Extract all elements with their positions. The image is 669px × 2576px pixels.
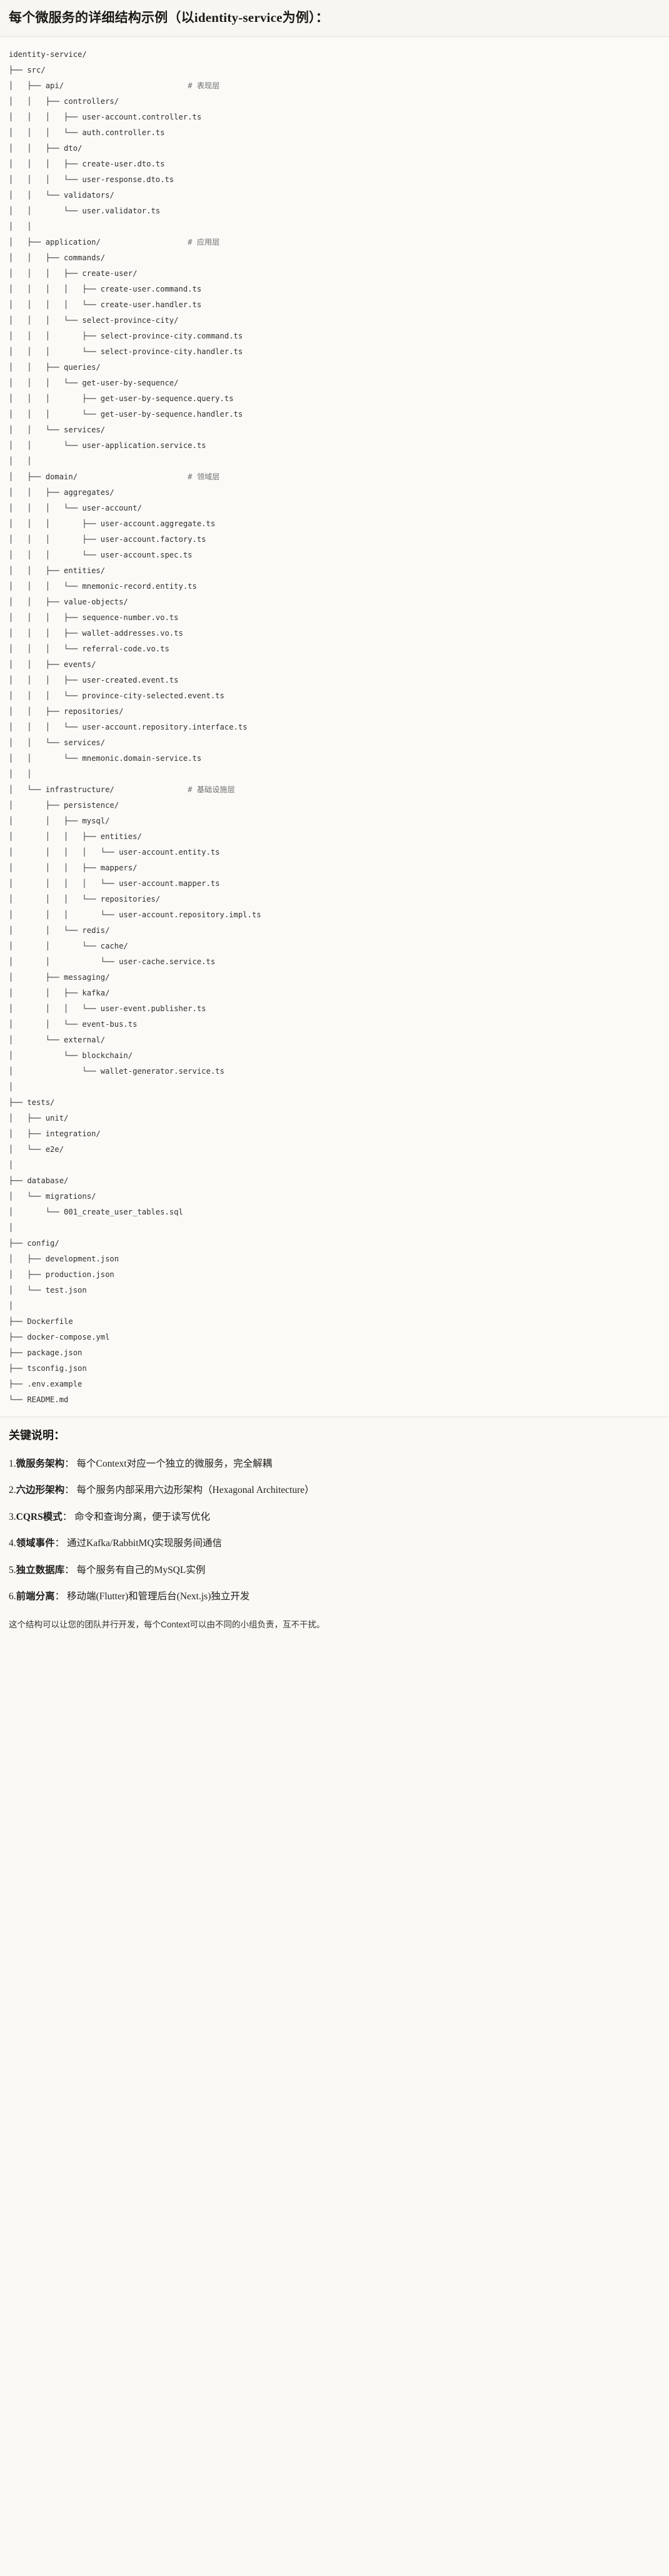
tree-comment: # 表现层 [188,81,220,91]
key-note-description: 移动端(Flutter)和管理后台(Next.js)独立开发 [67,1591,250,1602]
key-note-separator: ： [64,1458,74,1469]
key-note-index: 5. [9,1564,16,1576]
document-header: 每个微服务的详细结构示例（以identity-service为例）： [0,0,669,38]
page-title: 每个微服务的详细结构示例（以identity-service为例）： [9,10,329,25]
tree-comment: # 领域层 [188,472,220,482]
tree-comment: # 应用层 [188,238,220,247]
closing-paragraph: 这个结构可以让您的团队并行开发，每个Context可以由不同的小组负责，互不干扰… [9,1619,325,1629]
key-note-item: 2.六边形架构： 每个服务内部采用六边形架构（Hexagonal Archite… [9,1484,660,1497]
key-note-term: 前端分离 [16,1591,55,1602]
key-note-index: 3. [9,1511,16,1522]
key-note-separator: ： [64,1564,74,1576]
key-note-description: 每个服务内部采用六边形架构（Hexagonal Architecture） [76,1485,314,1496]
directory-tree-block: identity-service/ ├── src/ │ ├── api/ # … [0,37,669,1418]
directory-tree[interactable]: identity-service/ ├── src/ │ ├── api/ # … [9,50,261,1405]
key-note-separator: ： [54,1591,65,1602]
key-note-index: 1. [9,1458,16,1469]
key-note-index: 6. [9,1591,16,1602]
key-note-separator: ： [62,1511,73,1522]
key-note-item: 6.前端分离： 移动端(Flutter)和管理后台(Next.js)独立开发 [9,1590,660,1604]
key-notes-heading: 关键说明： [9,1429,65,1442]
key-note-item: 3.CQRS模式： 命令和查询分离，便于读写优化 [9,1510,660,1524]
key-note-term: 独立数据库 [16,1564,65,1576]
key-note-description: 每个服务有自己的MySQL实例 [76,1564,206,1576]
key-note-description: 每个Context对应一个独立的微服务，完全解耦 [76,1458,273,1469]
key-note-separator: ： [54,1538,65,1549]
key-note-term: CQRS模式 [16,1511,63,1522]
key-note-term: 微服务架构 [16,1458,65,1469]
key-note-term: 领域事件 [16,1538,55,1549]
key-note-item: 4.领域事件： 通过Kafka/RabbitMQ实现服务间通信 [9,1537,660,1550]
tree-comment: # 基础设施层 [188,785,235,795]
key-note-index: 4. [9,1538,16,1549]
key-note-separator: ： [64,1485,74,1496]
key-note-index: 2. [9,1485,16,1496]
key-note-term: 六边形架构 [16,1485,65,1496]
key-note-item: 5.独立数据库： 每个服务有自己的MySQL实例 [9,1564,660,1577]
key-note-item: 1.微服务架构： 每个Context对应一个独立的微服务，完全解耦 [9,1457,660,1471]
key-note-description: 命令和查询分离，便于读写优化 [74,1511,211,1522]
key-note-description: 通过Kafka/RabbitMQ实现服务间通信 [67,1538,223,1549]
